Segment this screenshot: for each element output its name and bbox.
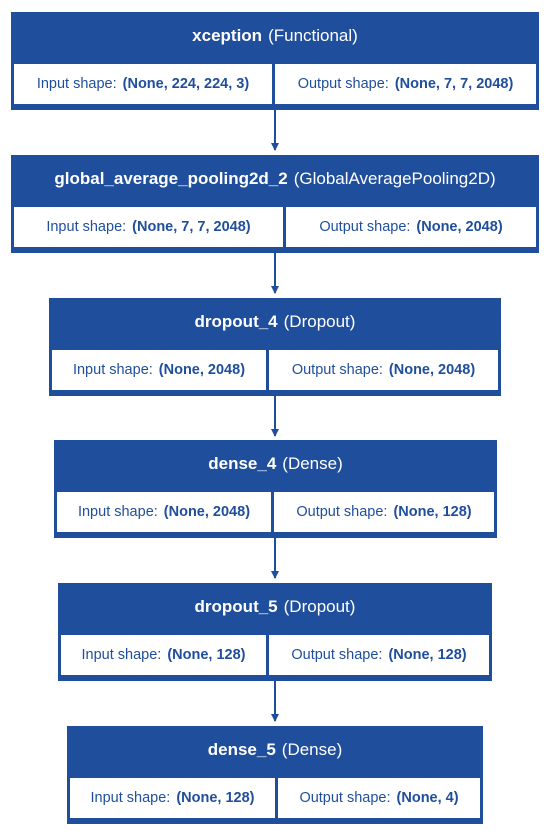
input-shape-label: Input shape: (36, 76, 117, 92)
layer-type: (Dropout) (283, 597, 356, 616)
layer-title: dense_5 (Dense) (67, 726, 483, 774)
output-shape-label: Output shape: (291, 362, 383, 378)
layer-type: (Functional) (268, 26, 358, 45)
layer-name: dropout_5 (194, 597, 278, 616)
layer-type: (Dropout) (283, 312, 356, 331)
output-shape-label: Output shape: (297, 76, 389, 92)
input-shape-value: (None, 224, 224, 3) (122, 76, 250, 92)
input-shape-value: (None, 7, 7, 2048) (132, 219, 251, 235)
input-shape-value: (None, 128) (167, 647, 246, 663)
layer-node-dropout-5: dropout_5 (Dropout) Input shape: (None, … (58, 583, 492, 681)
output-shape-label: Output shape: (296, 504, 388, 520)
output-shape-value: (None, 2048) (388, 362, 476, 378)
output-shape-label: Output shape: (319, 219, 411, 235)
layer-name: dropout_4 (194, 312, 278, 331)
layer-name: global_average_pooling2d_2 (54, 169, 288, 188)
layer-title: dropout_5 (Dropout) (58, 583, 492, 631)
output-shape-value: (None, 128) (388, 647, 467, 663)
output-shape-cell: Output shape: (None, 128) (269, 635, 489, 675)
layer-title: xception (Functional) (11, 12, 539, 60)
input-shape-cell: Input shape: (None, 2048) (52, 350, 266, 390)
output-shape-value: (None, 4) (396, 790, 459, 806)
layer-node-dense-5: dense_5 (Dense) Input shape: (None, 128)… (67, 726, 483, 824)
layer-node-global-average-pooling2d-2: global_average_pooling2d_2 (GlobalAverag… (11, 155, 539, 253)
output-shape-value: (None, 2048) (416, 219, 503, 235)
input-shape-label: Input shape: (72, 362, 153, 378)
output-shape-value: (None, 7, 7, 2048) (394, 76, 514, 92)
layer-node-dropout-4: dropout_4 (Dropout) Input shape: (None, … (49, 298, 501, 396)
input-shape-cell: Input shape: (None, 224, 224, 3) (14, 64, 272, 104)
output-shape-cell: Output shape: (None, 2048) (269, 350, 498, 390)
output-shape-cell: Output shape: (None, 2048) (286, 207, 536, 247)
output-shape-cell: Output shape: (None, 7, 7, 2048) (275, 64, 536, 104)
input-shape-cell: Input shape: (None, 7, 7, 2048) (14, 207, 283, 247)
input-shape-label: Input shape: (46, 219, 127, 235)
layer-type: (Dense) (282, 454, 343, 473)
input-shape-label: Input shape: (81, 647, 162, 663)
layer-type: (Dense) (281, 740, 343, 759)
layer-name: dense_5 (207, 740, 276, 759)
input-shape-value: (None, 2048) (163, 504, 251, 520)
output-shape-label: Output shape: (299, 790, 391, 806)
input-shape-cell: Input shape: (None, 128) (61, 635, 266, 675)
input-shape-cell: Input shape: (None, 2048) (57, 492, 271, 532)
input-shape-cell: Input shape: (None, 128) (70, 778, 275, 818)
input-shape-label: Input shape: (90, 790, 171, 806)
layer-title: dense_4 (Dense) (54, 440, 497, 488)
layer-title: dropout_4 (Dropout) (49, 298, 501, 346)
input-shape-value: (None, 128) (176, 790, 255, 806)
layer-title: global_average_pooling2d_2 (GlobalAverag… (11, 155, 539, 203)
output-shape-cell: Output shape: (None, 4) (278, 778, 480, 818)
output-shape-label: Output shape: (291, 647, 383, 663)
layer-type: (GlobalAveragePooling2D) (293, 169, 496, 188)
output-shape-value: (None, 128) (393, 504, 472, 520)
layer-name: xception (192, 26, 263, 45)
output-shape-cell: Output shape: (None, 128) (274, 492, 494, 532)
layer-node-dense-4: dense_4 (Dense) Input shape: (None, 2048… (54, 440, 497, 538)
layer-node-xception: xception (Functional) Input shape: (None… (11, 12, 539, 110)
input-shape-label: Input shape: (77, 504, 158, 520)
input-shape-value: (None, 2048) (158, 362, 246, 378)
layer-name: dense_4 (208, 454, 277, 473)
